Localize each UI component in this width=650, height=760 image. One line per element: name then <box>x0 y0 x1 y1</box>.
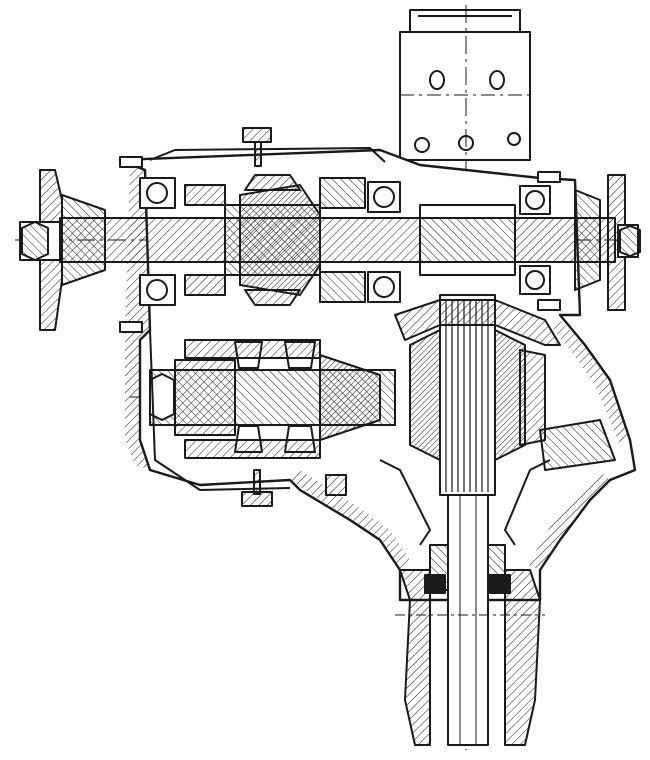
upper-gear-hub-left <box>184 184 226 206</box>
mount-hole-lower-left <box>414 137 430 153</box>
lower-seal-right-icon <box>489 574 511 594</box>
lower-cover-bolt-icon <box>241 469 273 507</box>
upper-mid-ball-bearing-icon <box>367 181 401 303</box>
lower-left-housing-wall <box>149 329 291 491</box>
vertical-output-shaft <box>439 294 496 746</box>
left-flange-nut-icon <box>21 221 49 261</box>
housing-rib-left <box>379 459 431 546</box>
right-flange-nut-icon <box>619 225 641 257</box>
lower-bevel-gear-icon <box>409 329 616 471</box>
lower-ring-gear <box>394 299 561 346</box>
upper-gear-hub-left-lower <box>184 274 226 296</box>
upper-collar <box>319 177 366 209</box>
mount-hole-left <box>429 70 445 90</box>
right-output-flange <box>574 174 641 311</box>
mount-hole-right <box>489 70 505 90</box>
side-bolt-icon <box>325 474 347 496</box>
lower-pinion-shaft <box>149 354 396 441</box>
upper-cover-ridge <box>149 147 386 163</box>
upper-mount-tube <box>399 9 531 161</box>
upper-bevel-gear-icon <box>239 174 321 306</box>
mount-hole-lower-right <box>507 132 521 146</box>
upper-right-ball-bearing-icon <box>519 185 551 295</box>
lower-bearing-housing-bottom <box>184 439 321 459</box>
flange-bolt-right-icon <box>537 171 561 311</box>
upper-left-ball-bearing-icon <box>139 177 176 306</box>
housing-rib-right <box>504 459 551 546</box>
upper-collar-lower <box>319 271 366 303</box>
lower-bearing-housing <box>184 339 321 359</box>
lower-seal-left-icon <box>424 574 446 594</box>
flange-bolt-left-icon <box>119 156 143 333</box>
cover-bolt-icon <box>242 127 272 167</box>
lower-housing-neck <box>395 544 545 746</box>
lower-pinion-nut-icon <box>149 373 175 421</box>
